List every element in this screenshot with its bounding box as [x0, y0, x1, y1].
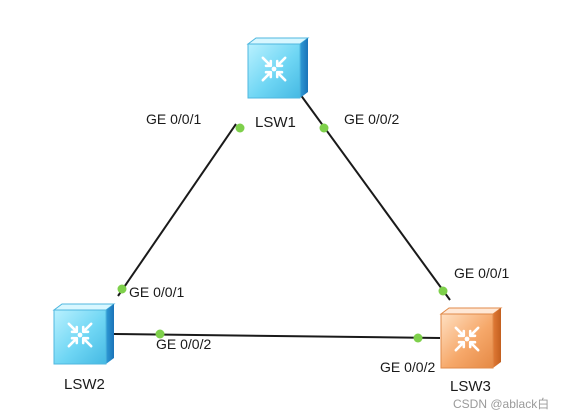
node-label-lsw3: LSW3 — [450, 378, 491, 395]
nodes-layer — [52, 37, 503, 369]
port-label-lsw1-lsw3-from: GE 0/0/2 — [344, 111, 399, 127]
port-label-lsw1-lsw2-to: GE 0/0/1 — [129, 284, 184, 300]
port-label-lsw2-lsw3-to: GE 0/0/2 — [380, 359, 435, 375]
port-dot-1-from — [319, 123, 329, 133]
port-dots-layer — [117, 123, 448, 343]
node-label-lsw2: LSW2 — [64, 376, 105, 393]
port-dot-0-to — [117, 284, 127, 294]
port-label-lsw1-lsw2-from: GE 0/0/1 — [146, 111, 201, 127]
link-lsw2-lsw3 — [113, 333, 441, 339]
watermark-text: CSDN @ablack白 — [453, 396, 549, 411]
port-label-lsw1-lsw3-to: GE 0/0/1 — [454, 265, 509, 281]
switch-lsw2[interactable] — [52, 303, 116, 365]
node-label-lsw1: LSW1 — [255, 114, 296, 131]
port-dot-1-to — [438, 286, 448, 296]
port-dot-0-from — [235, 123, 245, 133]
switch-lsw1[interactable] — [246, 37, 310, 99]
switch-lsw3[interactable] — [439, 307, 503, 369]
port-dot-2-from — [155, 329, 165, 339]
port-dot-2-to — [413, 333, 423, 343]
link-lsw1-lsw2 — [117, 123, 237, 297]
port-label-lsw2-lsw3-from: GE 0/0/2 — [156, 336, 211, 352]
